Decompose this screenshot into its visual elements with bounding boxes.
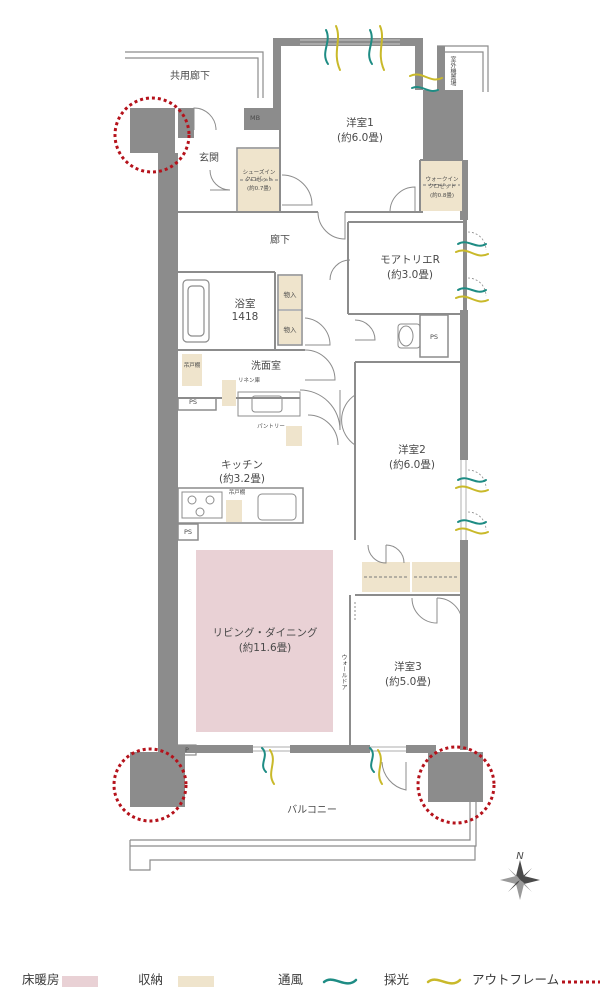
toilet bbox=[397, 323, 421, 349]
label-hallway: 廊下 bbox=[270, 235, 290, 246]
label-bath: 浴室 bbox=[234, 298, 256, 310]
label-shoe-closet-size: (約0.7畳) bbox=[246, 186, 272, 192]
label-hanging-cabinet-2: 吊戸棚 bbox=[228, 490, 246, 496]
label-room2-size: (約6.0畳) bbox=[389, 459, 435, 471]
label-p: P bbox=[185, 746, 189, 754]
label-kitchen: キッチン bbox=[221, 459, 263, 471]
exterior-walls bbox=[130, 38, 483, 807]
label-washroom: 洗面室 bbox=[251, 361, 281, 372]
label-ps-1: PS bbox=[429, 333, 439, 341]
legend-storage-label: 収納 bbox=[138, 972, 164, 987]
door-swings bbox=[193, 107, 463, 791]
label-hanging-cabinet-1: 吊戸棚 bbox=[183, 363, 201, 369]
label-balcony: バルコニー bbox=[287, 805, 337, 816]
label-outdoor-unit: 室外機置場 bbox=[449, 56, 456, 86]
ventilation-arrow-icon bbox=[261, 29, 487, 773]
windows bbox=[253, 39, 467, 752]
floor-heating-area bbox=[196, 550, 333, 732]
label-room1: 洋室1 bbox=[346, 117, 374, 129]
legend-ventilation-icon bbox=[322, 978, 358, 985]
bathtub bbox=[182, 279, 210, 343]
washstand bbox=[237, 391, 301, 417]
top-balcony-outline bbox=[125, 45, 489, 98]
label-wall-door: ウォールドア bbox=[340, 654, 347, 690]
label-walkin-closet-size: (約0.8畳) bbox=[429, 193, 455, 199]
label-walkin-closet: ウォークイン クロゼット bbox=[425, 177, 459, 190]
label-pantry: パントリー bbox=[257, 424, 285, 430]
legend-daylight-icon bbox=[426, 978, 462, 985]
legend-floor-heating-swatch bbox=[62, 976, 98, 987]
label-linen: リネン庫 bbox=[237, 378, 260, 384]
legend-floor-heating-label: 床暖房 bbox=[22, 972, 60, 987]
label-room3: 洋室3 bbox=[394, 661, 422, 673]
compass-icon bbox=[500, 860, 540, 900]
closet-rails bbox=[240, 179, 460, 578]
label-room3-size: (約5.0畳) bbox=[385, 676, 431, 688]
label-ps-2: PS bbox=[188, 398, 198, 406]
legend-daylight-label: 採光 bbox=[384, 972, 410, 987]
label-atelier: モアトリエR bbox=[380, 254, 440, 266]
side-window-swings bbox=[467, 231, 487, 531]
compass-north-label: N bbox=[516, 851, 524, 862]
label-bath-size: 1418 bbox=[231, 311, 259, 323]
legend-ventilation-label: 通風 bbox=[278, 972, 304, 987]
label-living-dining-size: (約11.6畳) bbox=[238, 642, 292, 654]
legend-outframe-label: アウトフレーム bbox=[472, 972, 560, 987]
label-mb: MB bbox=[250, 114, 261, 122]
kitchen-fixtures bbox=[181, 491, 297, 521]
outframe-markers bbox=[112, 96, 496, 825]
daylight-arrow-icon bbox=[269, 25, 489, 785]
label-common-corridor: 共用廊下 bbox=[170, 71, 210, 82]
label-room2: 洋室2 bbox=[398, 444, 426, 456]
label-storage-1: 物入 bbox=[283, 291, 297, 299]
label-living-dining: リビング・ダイニング bbox=[212, 627, 318, 639]
interior-walls bbox=[177, 108, 463, 756]
label-storage-2: 物入 bbox=[283, 326, 297, 334]
label-ps-3: PS bbox=[183, 528, 193, 536]
label-room1-size: (約6.0畳) bbox=[337, 132, 383, 144]
label-kitchen-size: (約3.2畳) bbox=[219, 473, 265, 485]
label-entrance: 玄関 bbox=[199, 153, 219, 164]
label-shoe-closet: シューズイン クロゼット bbox=[242, 170, 276, 183]
label-atelier-size: (約3.0畳) bbox=[387, 269, 433, 281]
legend-storage-swatch bbox=[178, 976, 214, 987]
storage-areas bbox=[182, 149, 462, 592]
